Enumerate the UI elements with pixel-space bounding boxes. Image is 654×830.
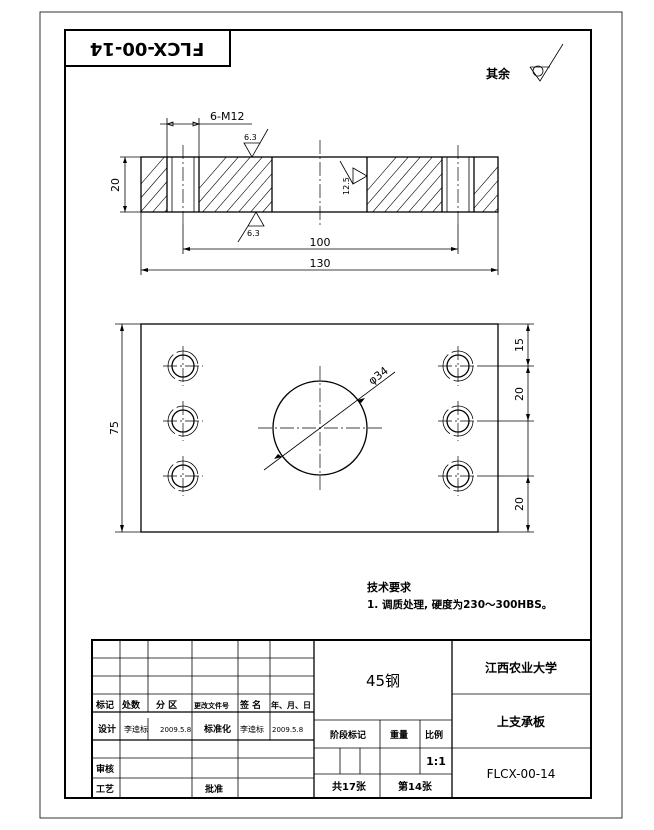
inner-roughness-icon [339,160,368,185]
bolt-hole [163,401,203,441]
thread-callout: 6-M12 [210,110,244,123]
hatch-region-2 [199,157,272,212]
drawing-number: FLCX-00-14 [487,767,556,781]
top-view-outline [140,323,499,533]
scale-label: 比例 [425,729,443,741]
standardization-date: 2009.5.8 [272,726,303,734]
roughness-circle-icon [532,65,544,77]
front-section-view: 6-M12 6.3 6.3 12.5 20 100 130 [109,110,499,275]
approve-label: 批准 [205,783,223,795]
sheet-number: 第14张 [398,780,433,793]
drawing-number-stamp-text: FLCX-00-14 [90,38,204,59]
top-roughness-value: 6.3 [244,133,257,142]
rev-header-count: 处数 [121,699,141,711]
bolt-hole [438,456,478,496]
rest-roughness-label: 其余 [486,66,511,81]
part-name: 上支承板 [497,714,546,729]
material-text: 45钢 [366,672,400,690]
institution-name: 江西农业大学 [485,660,557,675]
checker-label: 审核 [96,763,114,775]
bore-diameter-dim: φ34 [366,364,391,387]
middle-spacing-dim: 20 [513,387,526,401]
height-dim: 75 [108,421,121,435]
tech-req-item-1: 1. 调质处理, 硬度为230～300HBS。 [367,598,552,611]
rev-header-zone: 分 区 [156,699,177,711]
inner-roughness-value: 12.5 [342,177,351,195]
design-date: 2009.5.8 [160,726,191,734]
thickness-dim: 20 [109,178,122,192]
tech-req-heading: 技术要求 [367,580,412,594]
left-bolt-holes [163,346,203,496]
technical-requirements: 技术要求 1. 调质处理, 硬度为230～300HBS。 [367,580,552,611]
hatch-region-4 [474,166,498,212]
designer-name: 李逵标 [124,724,148,734]
bolt-hole [438,401,478,441]
rev-header-date: 年、月、日 [271,700,311,710]
bottom-spacing-dim: 20 [513,497,526,511]
top-roughness-icon [243,128,269,158]
total-sheets: 共17张 [332,780,367,793]
bolt-hole [163,346,203,386]
bottom-roughness-icon [237,211,265,243]
process-label: 工艺 [96,783,114,795]
right-bolt-holes [438,346,478,496]
hole-spacing-dim: 100 [310,236,331,249]
overall-length-dim: 130 [310,257,331,270]
front-view-outline [140,156,499,213]
rev-header-mark: 标记 [95,699,114,711]
rev-header-signature: 签 名 [239,699,261,711]
bottom-roughness-value: 6.3 [247,229,260,238]
top-plan-view: φ34 [108,323,534,533]
scale-value: 1:1 [426,755,446,768]
standardization-name: 李逵标 [240,724,264,734]
weight-label: 重量 [390,729,408,741]
bolt-hole [438,346,478,386]
rev-header-change-doc: 更改文件号 [194,701,229,710]
stage-mark-label: 阶段标记 [330,729,366,741]
top-offset-dim: 15 [513,338,526,352]
bolt-hole [163,456,203,496]
rest-surface-roughness: 其余 [486,43,564,82]
drawing-frame [64,29,592,799]
hatch-region-3 [367,157,442,212]
central-bore [272,380,368,476]
sheet-trim-border [39,11,623,819]
drawing-number-stamp: FLCX-00-14 [64,29,231,67]
standardization-label: 标准化 [203,723,231,735]
designer-label: 设计 [98,723,116,735]
title-block: 标记 处数 分 区 更改文件号 签 名 年、月、日 设计 李逵标 2009.5.… [91,639,592,799]
